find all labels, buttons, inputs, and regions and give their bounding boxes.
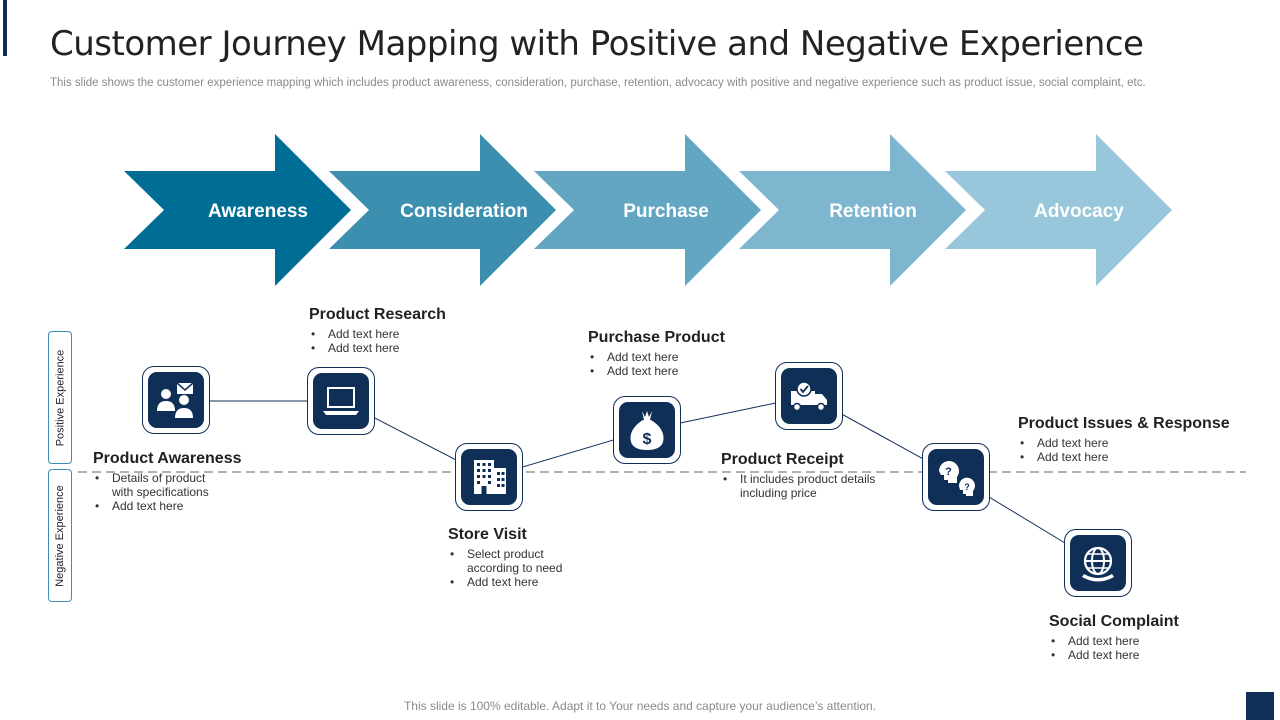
step-bullet: Add text here bbox=[309, 327, 399, 341]
step-bullet: Add text here bbox=[588, 350, 678, 364]
chevron-shape bbox=[124, 134, 351, 286]
step-bullet: Add text here bbox=[1018, 450, 1108, 464]
step-bullets: Add text here Add text here bbox=[1049, 634, 1179, 662]
step-title: Store Visit bbox=[448, 526, 527, 543]
node-product-receipt bbox=[775, 362, 843, 430]
people-mail-icon bbox=[157, 382, 194, 418]
stage-label: Awareness bbox=[208, 201, 308, 222]
negative-experience-tab: Negative Experience bbox=[48, 469, 72, 602]
step-bullet: Select product according to need bbox=[448, 547, 572, 575]
step-bullet: Add text here bbox=[1049, 648, 1139, 662]
step-bullet: Add text here bbox=[93, 499, 183, 513]
accent-bar bbox=[3, 0, 7, 56]
svg-text:$: $ bbox=[643, 431, 652, 448]
chevron-shape bbox=[739, 134, 966, 286]
stage-chevron-advocacy: Advocacy bbox=[945, 134, 1172, 286]
step-title: Social Complaint bbox=[1049, 613, 1179, 630]
step-bullets: Details of product with specifications A… bbox=[93, 471, 242, 513]
step-title: Product Issues & Response bbox=[1018, 415, 1230, 432]
positive-experience-tab: Positive Experience bbox=[48, 331, 72, 464]
step-product-awareness: Product Awareness Details of product wit… bbox=[93, 450, 242, 513]
step-title: Product Awareness bbox=[93, 450, 242, 467]
node-social-complaint bbox=[1064, 529, 1132, 597]
stage-chevron-purchase: Purchase bbox=[534, 134, 761, 286]
delivery-truck-icon bbox=[791, 381, 827, 412]
svg-text:?: ? bbox=[945, 466, 952, 478]
svg-text:?: ? bbox=[964, 482, 970, 492]
step-store-visit: Store Visit Select product according to … bbox=[448, 526, 572, 589]
stage-label: Purchase bbox=[623, 201, 709, 222]
chevron-shape bbox=[534, 134, 761, 286]
step-bullets: It includes product details including pr… bbox=[721, 472, 890, 500]
step-bullet: It includes product details including pr… bbox=[721, 472, 890, 500]
positive-experience-label: Positive Experience bbox=[54, 349, 67, 446]
step-purchase-product: Purchase Product Add text here Add text … bbox=[588, 329, 725, 378]
step-bullet: Add text here bbox=[1049, 634, 1139, 648]
stage-chevron-awareness: Awareness bbox=[124, 134, 351, 286]
stage-chevron-retention: Retention bbox=[739, 134, 966, 286]
step-bullet: Add text here bbox=[448, 575, 538, 589]
chevron-shape bbox=[945, 134, 1172, 286]
chevron-shape bbox=[329, 134, 556, 286]
negative-experience-label: Negative Experience bbox=[54, 484, 67, 587]
step-product-receipt: Product Receipt It includes product deta… bbox=[721, 451, 890, 500]
step-product-research: Product Research Add text here Add text … bbox=[309, 306, 446, 355]
step-title: Purchase Product bbox=[588, 329, 725, 346]
step-bullets: Add text here Add text here bbox=[588, 350, 725, 378]
step-bullet: Details of product with specifications bbox=[93, 471, 222, 499]
step-title: Product Research bbox=[309, 306, 446, 323]
stage-label: Advocacy bbox=[1034, 201, 1124, 222]
node-product-awareness bbox=[142, 366, 210, 434]
step-bullets: Add text here Add text here bbox=[309, 327, 446, 355]
corner-square bbox=[1246, 692, 1274, 720]
step-social-complaint: Social Complaint Add text here Add text … bbox=[1049, 613, 1179, 662]
step-bullets: Select product according to need Add tex… bbox=[448, 547, 572, 589]
money-bag-icon: $ bbox=[630, 411, 664, 450]
globe-icon bbox=[1082, 546, 1114, 582]
step-product-issues: Product Issues & Response Add text here … bbox=[1018, 415, 1230, 464]
building-icon bbox=[474, 460, 506, 494]
stage-label: Retention bbox=[829, 201, 917, 222]
node-purchase-product: $ bbox=[613, 396, 681, 464]
node-product-issues: ? ? bbox=[922, 443, 990, 511]
stage-chevron-consideration: Consideration bbox=[329, 134, 556, 286]
node-store-visit bbox=[455, 443, 523, 511]
step-bullet: Add text here bbox=[588, 364, 678, 378]
footer-note: This slide is 100% editable. Adapt it to… bbox=[403, 699, 877, 713]
page-title: Customer Journey Mapping with Positive a… bbox=[50, 24, 1144, 64]
laptop-icon bbox=[323, 387, 359, 415]
step-bullet: Add text here bbox=[309, 341, 399, 355]
stage-label: Consideration bbox=[400, 201, 528, 222]
question-heads-icon: ? ? bbox=[939, 461, 975, 496]
step-bullets: Add text here Add text here bbox=[1018, 436, 1230, 464]
page-subtitle: This slide shows the customer experience… bbox=[50, 77, 1146, 89]
step-title: Product Receipt bbox=[721, 451, 844, 468]
step-bullet: Add text here bbox=[1018, 436, 1108, 450]
node-product-research bbox=[307, 367, 375, 435]
